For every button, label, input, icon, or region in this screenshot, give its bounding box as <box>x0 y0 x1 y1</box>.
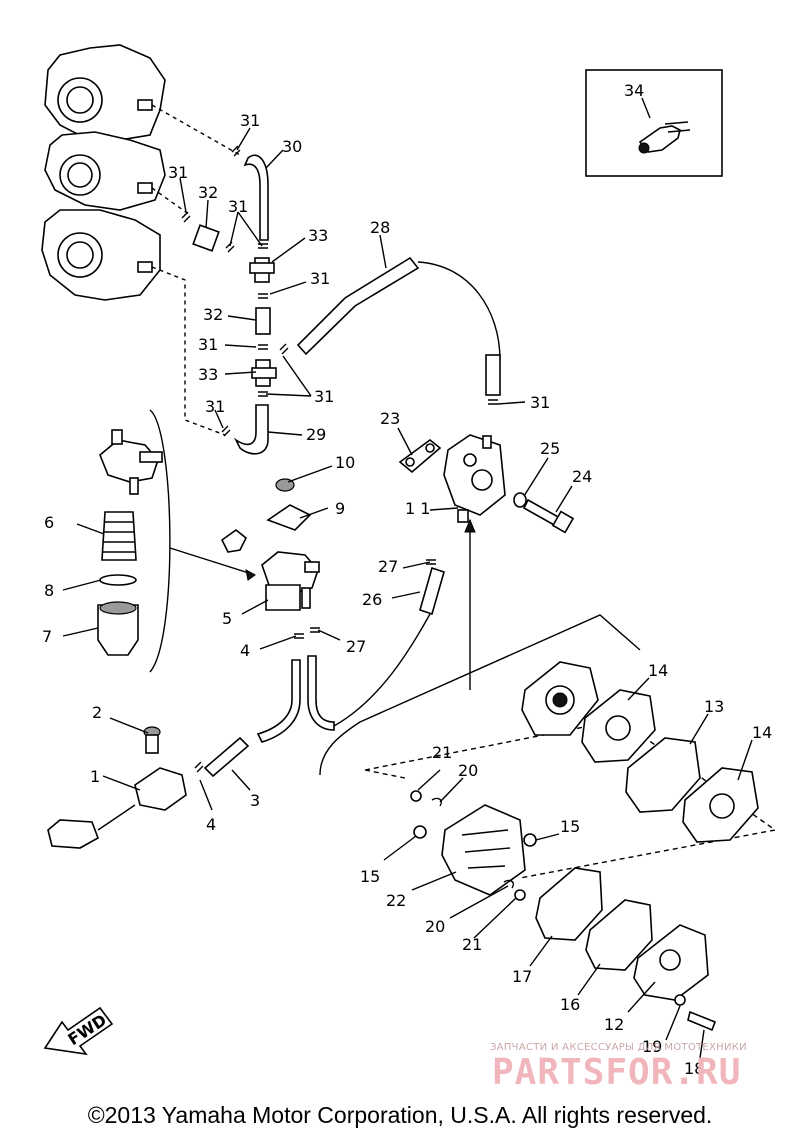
callout-9: 9 <box>335 499 345 518</box>
carburetor-assembly <box>41 44 166 301</box>
callout-28: 28 <box>370 218 390 237</box>
callout-31-d: 31 <box>310 269 330 288</box>
callout-30: 30 <box>282 137 302 156</box>
callout-33-a: 33 <box>308 226 328 245</box>
callout-7: 7 <box>42 627 52 646</box>
gasket-23 <box>398 438 442 474</box>
joint-33-lower <box>251 359 277 387</box>
callout-15-a: 15 <box>560 817 580 836</box>
callout-31-a: 31 <box>240 111 260 130</box>
callout-numbers: 34 31 30 31 32 31 33 28 31 32 31 33 31 3… <box>42 81 772 1078</box>
clips-31 <box>181 145 498 437</box>
hose-28 <box>296 256 501 396</box>
callout-31-f: 31 <box>314 387 334 406</box>
gasket-17 <box>535 867 603 941</box>
hose-26 <box>419 566 445 616</box>
callout-31-g: 31 <box>205 397 225 416</box>
callout-11: 1 1 <box>405 499 430 518</box>
callout-31-h: 31 <box>530 393 550 412</box>
fuel-joint-1 <box>47 726 187 849</box>
fuel-pump-11 <box>443 434 506 523</box>
callout-16: 16 <box>560 995 580 1014</box>
callout-10: 10 <box>335 453 355 472</box>
callout-8: 8 <box>44 581 54 600</box>
watermark-subtitle: ЗАПЧАСТИ И АКСЕССУАРЫ ДЛЯ МОТОТЕХНИКИ <box>490 1042 747 1053</box>
pump-body-22 <box>413 804 537 896</box>
callout-1: 1 <box>90 767 100 786</box>
callout-21-a: 21 <box>432 743 452 762</box>
callout-15-b: 15 <box>360 867 380 886</box>
callout-5: 5 <box>222 609 232 628</box>
pump-cover-12 <box>633 924 709 1001</box>
callout-17: 17 <box>512 967 532 986</box>
callout-20-a: 20 <box>458 761 478 780</box>
hose-32-lower <box>255 307 271 335</box>
callout-leader-lines <box>62 97 753 1059</box>
diaphragm-16 <box>585 899 653 971</box>
callout-29: 29 <box>306 425 326 444</box>
copyright-text: ©2013 Yamaha Motor Corporation, U.S.A. A… <box>87 1102 713 1128</box>
callout-27-a: 27 <box>378 557 398 576</box>
diaphragm-plates-upper <box>521 661 759 843</box>
hose-30 <box>243 154 269 241</box>
watermark-logo: PARTSFOR.RU <box>492 1052 742 1093</box>
callout-31-e: 31 <box>198 335 218 354</box>
callout-13: 13 <box>704 697 724 716</box>
hose-29 <box>233 404 269 455</box>
callout-27-b: 27 <box>346 637 366 656</box>
callout-21-b: 21 <box>462 935 482 954</box>
callout-31-b: 31 <box>168 163 188 182</box>
callout-23: 23 <box>380 409 400 428</box>
callout-34: 34 <box>624 81 644 100</box>
inset-box-34 <box>585 69 723 177</box>
callout-20-b: 20 <box>425 917 445 936</box>
bracket-9 <box>220 478 312 553</box>
callout-18: 18 <box>684 1059 704 1078</box>
bolt-24 <box>513 492 575 534</box>
callout-4-b: 4 <box>206 815 216 834</box>
callout-2: 2 <box>92 703 102 722</box>
fwd-arrow-icon: FWD <box>43 1006 114 1056</box>
fuel-filter-5 <box>261 551 320 611</box>
callout-32-b: 32 <box>203 305 223 324</box>
callout-14-b: 14 <box>752 723 772 742</box>
fastener-21-upper <box>410 790 442 807</box>
callout-3: 3 <box>250 791 260 810</box>
joint-33-upper <box>249 257 275 283</box>
hose-lines-lower <box>194 518 476 778</box>
hose-32-upper <box>192 224 220 252</box>
callout-32-a: 32 <box>198 183 218 202</box>
callout-33-b: 33 <box>198 365 218 384</box>
callout-14-a: 14 <box>648 661 668 680</box>
callout-26: 26 <box>362 590 382 609</box>
callout-6: 6 <box>44 513 54 532</box>
screw-18 <box>674 994 717 1032</box>
callout-12: 12 <box>604 1015 624 1034</box>
callout-22: 22 <box>386 891 406 910</box>
filter-inset <box>97 409 256 673</box>
callout-31-c: 31 <box>228 197 248 216</box>
callout-25: 25 <box>540 439 560 458</box>
callout-19: 19 <box>642 1037 662 1056</box>
callout-24: 24 <box>572 467 592 486</box>
callout-4-a: 4 <box>240 641 250 660</box>
fastener-21-lower <box>503 879 526 901</box>
carburetor-leader-lines <box>151 104 241 436</box>
